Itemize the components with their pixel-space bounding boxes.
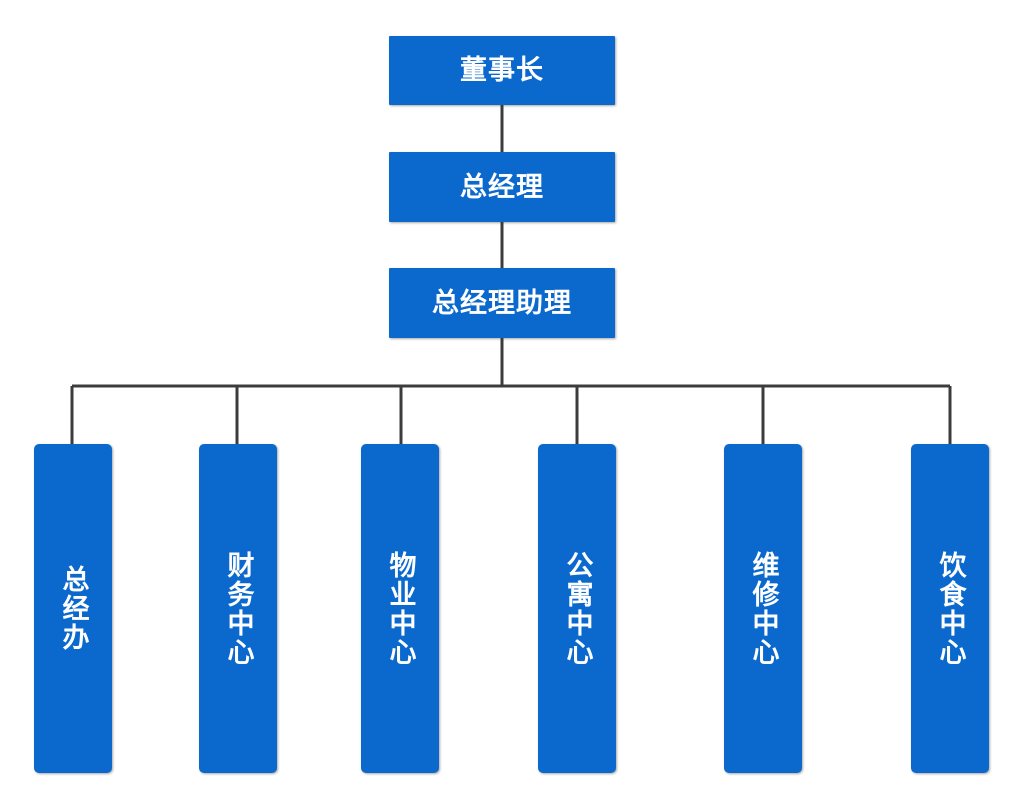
node-department-label: 总经办: [58, 565, 89, 652]
node-department-maintenance-center[interactable]: 维修中心: [724, 444, 802, 773]
node-department-label: 公寓中心: [562, 550, 593, 667]
node-general-manager-label: 总经理: [460, 171, 544, 202]
node-department-general-office[interactable]: 总经办: [34, 444, 112, 773]
node-department-catering-center[interactable]: 饮食中心: [911, 444, 989, 773]
node-department-finance-center[interactable]: 财务中心: [199, 444, 277, 773]
node-gm-assistant-label: 总经理助理: [432, 287, 572, 318]
node-department-apartment-center[interactable]: 公寓中心: [538, 444, 616, 773]
node-department-label: 物业中心: [385, 550, 416, 667]
node-department-label: 饮食中心: [935, 550, 966, 667]
node-gm-assistant[interactable]: 总经理助理: [389, 268, 615, 338]
node-department-label: 维修中心: [748, 550, 779, 667]
node-department-property-center[interactable]: 物业中心: [361, 444, 439, 773]
node-chairman[interactable]: 董事长: [389, 36, 615, 105]
node-general-manager[interactable]: 总经理: [389, 152, 615, 222]
node-department-label: 财务中心: [223, 550, 254, 667]
node-chairman-label: 董事长: [460, 55, 544, 85]
